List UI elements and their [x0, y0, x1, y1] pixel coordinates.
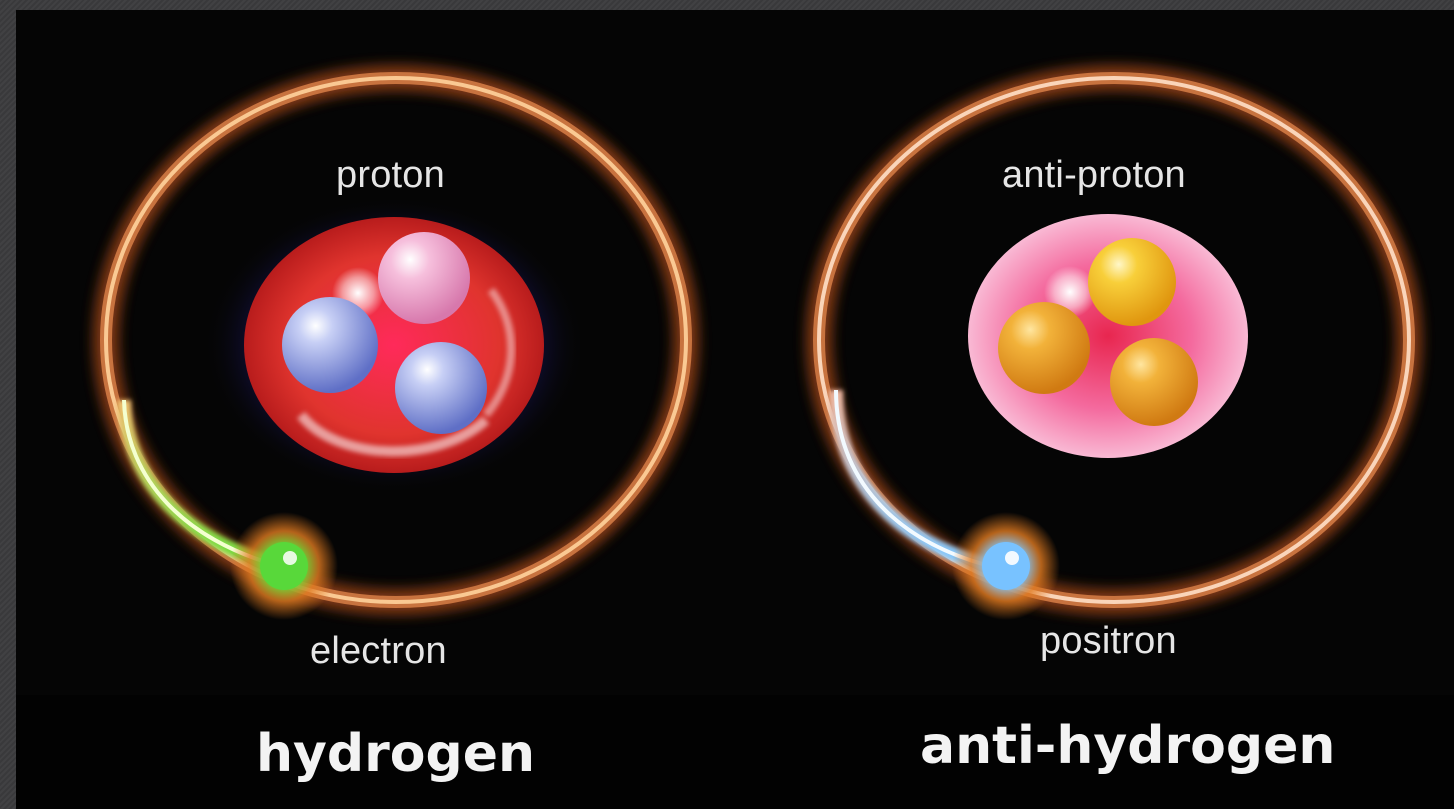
proton-label: proton	[336, 154, 445, 197]
positron-particle	[952, 512, 1060, 620]
hydrogen-title: hydrogen	[256, 724, 535, 784]
quark-blue	[395, 342, 487, 434]
electron-label: electron	[310, 630, 447, 673]
anti-proton-label: anti-proton	[1002, 154, 1186, 197]
positron-label: positron	[1040, 620, 1177, 663]
antiquark-gold	[1088, 238, 1176, 326]
anti-proton-nucleus	[968, 214, 1248, 458]
anti-hydrogen-title: anti-hydrogen	[920, 716, 1335, 776]
electron-particle	[230, 512, 338, 620]
atom-comparison-illustration	[16, 10, 1454, 809]
quark-pink	[378, 232, 470, 324]
antiquark-orange	[1110, 338, 1198, 426]
antiquark-orange	[998, 302, 1090, 394]
proton-nucleus	[204, 197, 584, 493]
diagram-panel: proton electron hydrogen anti-proton pos…	[16, 10, 1454, 809]
quark-blue	[282, 297, 378, 393]
